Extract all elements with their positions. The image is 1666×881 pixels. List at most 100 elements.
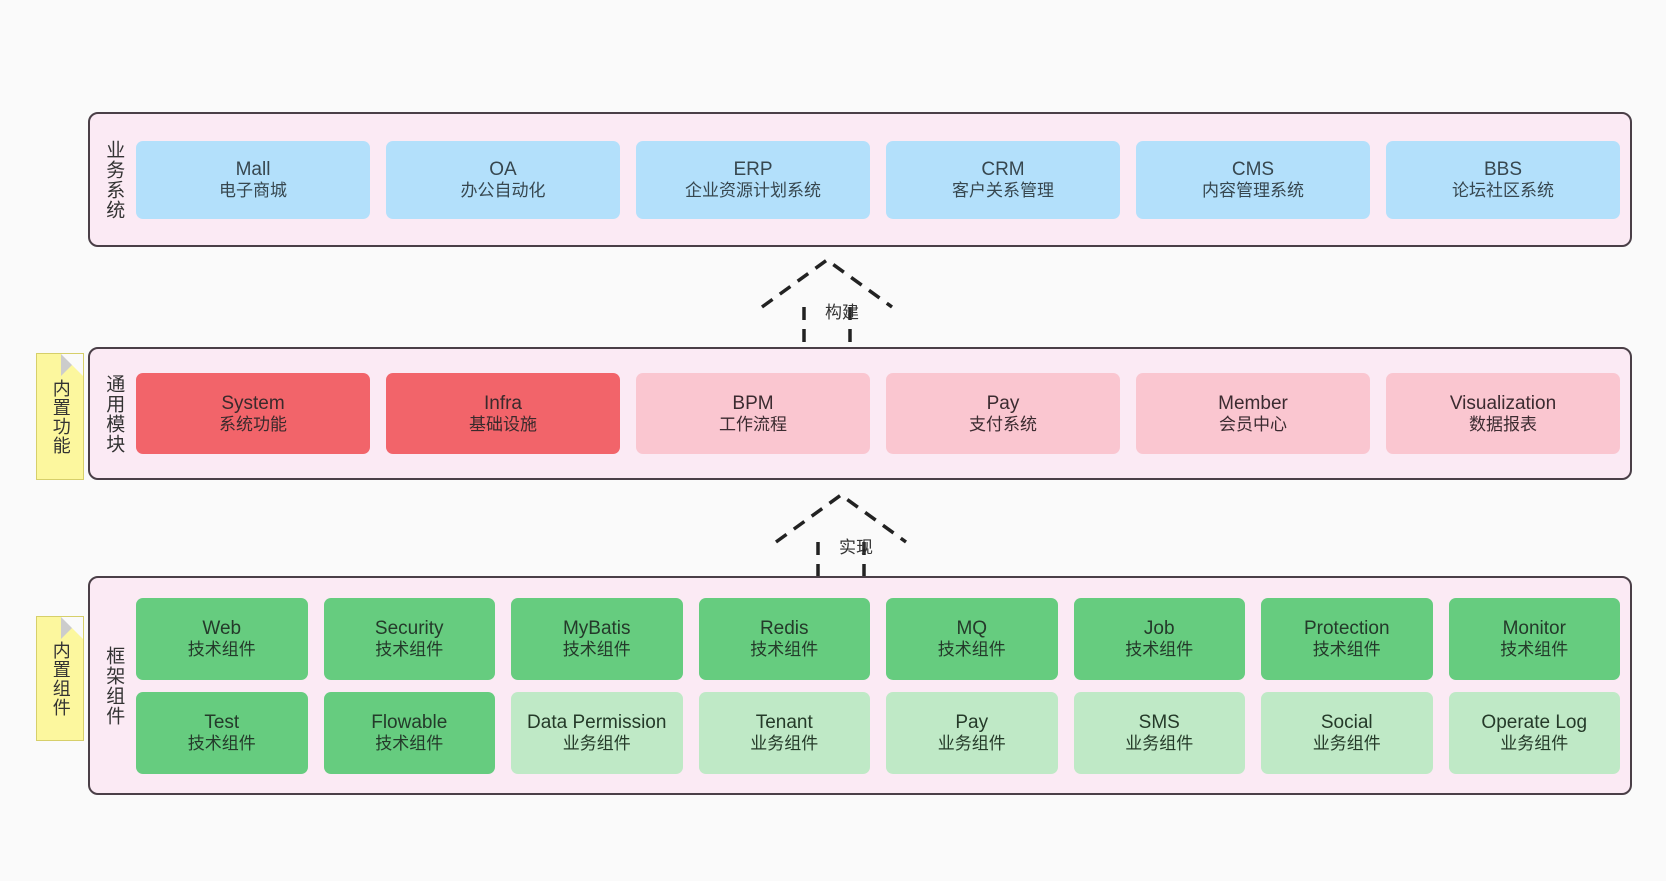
card-title: Tenant — [755, 711, 813, 733]
card-visualization[interactable]: Visualization 数据报表 — [1386, 373, 1620, 454]
layer-title-business-system: 业务系统 — [103, 139, 125, 220]
card-row: Test 技术组件 Flowable 技术组件 Data Permission … — [136, 691, 1620, 774]
card-subtitle: 技术组件 — [1312, 639, 1381, 659]
sticky-note-label: 内置功能 — [50, 378, 71, 455]
layer-framework-component: 框架组件 Web 技术组件 Security 技术组件 MyBatis 技术组件… — [88, 576, 1632, 795]
card-erp[interactable]: ERP 企业资源计划系统 — [636, 140, 870, 219]
card-subtitle: 技术组件 — [562, 639, 631, 659]
card-subtitle: 基础设施 — [469, 414, 537, 434]
card-subtitle: 办公自动化 — [460, 180, 546, 200]
card-pay-component[interactable]: Pay 业务组件 — [886, 691, 1058, 774]
card-crm[interactable]: CRM 客户关系管理 — [886, 140, 1120, 219]
card-title: Job — [1143, 617, 1175, 639]
card-title: BPM — [732, 392, 774, 414]
connector-implement: 实现 — [756, 487, 956, 587]
card-system[interactable]: System 系统功能 — [136, 373, 370, 454]
card-subtitle: 支付系统 — [969, 414, 1037, 434]
card-test[interactable]: Test 技术组件 — [136, 691, 308, 774]
sticky-note-label: 内置组件 — [50, 640, 71, 717]
card-mq[interactable]: MQ 技术组件 — [886, 597, 1058, 680]
layer-title-framework-component: 框架组件 — [103, 645, 125, 726]
card-data-permission[interactable]: Data Permission 业务组件 — [511, 691, 683, 774]
card-subtitle: 业务组件 — [1312, 733, 1381, 753]
card-subtitle: 论坛社区系统 — [1452, 180, 1554, 200]
card-title: CRM — [981, 158, 1025, 180]
card-title: Security — [374, 617, 444, 639]
card-security[interactable]: Security 技术组件 — [323, 597, 495, 680]
card-subtitle: 数据报表 — [1469, 414, 1537, 434]
card-title: Protection — [1303, 617, 1390, 639]
card-title: System — [221, 392, 285, 414]
card-title: OA — [489, 158, 517, 180]
card-title: ERP — [733, 158, 773, 180]
card-monitor[interactable]: Monitor 技术组件 — [1448, 597, 1620, 680]
card-subtitle: 系统功能 — [219, 414, 287, 434]
card-pay-module[interactable]: Pay 支付系统 — [886, 373, 1120, 454]
card-member[interactable]: Member 会员中心 — [1136, 373, 1370, 454]
card-title: BBS — [1483, 158, 1523, 180]
card-operate-log[interactable]: Operate Log 业务组件 — [1448, 691, 1620, 774]
card-subtitle: 技术组件 — [1125, 639, 1194, 659]
card-redis[interactable]: Redis 技术组件 — [698, 597, 870, 680]
card-title: Redis — [759, 617, 809, 639]
card-subtitle: 技术组件 — [1500, 639, 1569, 659]
card-subtitle: 业务组件 — [750, 733, 819, 753]
sticky-note-builtin-component: 内置组件 — [36, 616, 84, 741]
card-title: Mall — [235, 158, 271, 180]
layer-body-common-module: System 系统功能 Infra 基础设施 BPM 工作流程 Pay 支付系统… — [136, 349, 1630, 478]
layer-common-module: 通用模块 System 系统功能 Infra 基础设施 BPM 工作流程 Pay… — [88, 347, 1632, 480]
layer-title-common-module: 通用模块 — [103, 373, 125, 454]
card-mybatis[interactable]: MyBatis 技术组件 — [511, 597, 683, 680]
card-bpm[interactable]: BPM 工作流程 — [636, 373, 870, 454]
connector-build: 构建 — [742, 252, 942, 352]
card-title: Infra — [483, 392, 523, 414]
connector-build-label: 构建 — [825, 303, 859, 322]
card-title: Social — [1320, 711, 1373, 733]
card-bbs[interactable]: BBS 论坛社区系统 — [1386, 140, 1620, 219]
card-title: Pay — [986, 392, 1020, 414]
card-title: Pay — [955, 711, 989, 733]
card-cms[interactable]: CMS 内容管理系统 — [1136, 140, 1370, 219]
card-tenant[interactable]: Tenant 业务组件 — [698, 691, 870, 774]
card-subtitle: 业务组件 — [1500, 733, 1569, 753]
card-title: SMS — [1138, 711, 1180, 733]
card-protection[interactable]: Protection 技术组件 — [1261, 597, 1433, 680]
card-subtitle: 业务组件 — [937, 733, 1006, 753]
card-subtitle: 技术组件 — [937, 639, 1006, 659]
connector-implement-label: 实现 — [839, 538, 873, 557]
sticky-note-builtin-function: 内置功能 — [36, 353, 84, 480]
card-title: MyBatis — [562, 617, 631, 639]
layer-body-framework-component: Web 技术组件 Security 技术组件 MyBatis 技术组件 Redi… — [136, 578, 1630, 793]
card-sms[interactable]: SMS 业务组件 — [1073, 691, 1245, 774]
card-subtitle: 工作流程 — [719, 414, 787, 434]
card-subtitle: 内容管理系统 — [1202, 180, 1304, 200]
card-subtitle: 会员中心 — [1219, 414, 1287, 434]
card-web[interactable]: Web 技术组件 — [136, 597, 308, 680]
card-social[interactable]: Social 业务组件 — [1261, 691, 1433, 774]
card-row: System 系统功能 Infra 基础设施 BPM 工作流程 Pay 支付系统… — [136, 373, 1620, 454]
card-subtitle: 技术组件 — [375, 733, 444, 753]
card-row: Mall 电子商城 OA 办公自动化 ERP 企业资源计划系统 CRM 客户关系… — [136, 140, 1620, 219]
card-subtitle: 业务组件 — [562, 733, 631, 753]
card-flowable[interactable]: Flowable 技术组件 — [323, 691, 495, 774]
card-mall[interactable]: Mall 电子商城 — [136, 140, 370, 219]
card-oa[interactable]: OA 办公自动化 — [386, 140, 620, 219]
card-infra[interactable]: Infra 基础设施 — [386, 373, 620, 454]
card-title: Monitor — [1502, 617, 1566, 639]
card-subtitle: 技术组件 — [187, 639, 256, 659]
card-title: CMS — [1231, 158, 1275, 180]
card-title: MQ — [956, 617, 988, 639]
card-title: Operate Log — [1481, 711, 1588, 733]
card-subtitle: 企业资源计划系统 — [685, 180, 821, 200]
card-subtitle: 电子商城 — [219, 180, 287, 200]
card-subtitle: 技术组件 — [750, 639, 819, 659]
card-title: Member — [1218, 392, 1288, 414]
card-subtitle: 技术组件 — [375, 639, 444, 659]
card-subtitle: 业务组件 — [1125, 733, 1194, 753]
layer-body-business-system: Mall 电子商城 OA 办公自动化 ERP 企业资源计划系统 CRM 客户关系… — [136, 114, 1630, 245]
layer-business-system: 业务系统 Mall 电子商城 OA 办公自动化 ERP 企业资源计划系统 CRM… — [88, 112, 1632, 247]
card-title: Flowable — [371, 711, 448, 733]
card-job[interactable]: Job 技术组件 — [1073, 597, 1245, 680]
card-title: Test — [204, 711, 240, 733]
